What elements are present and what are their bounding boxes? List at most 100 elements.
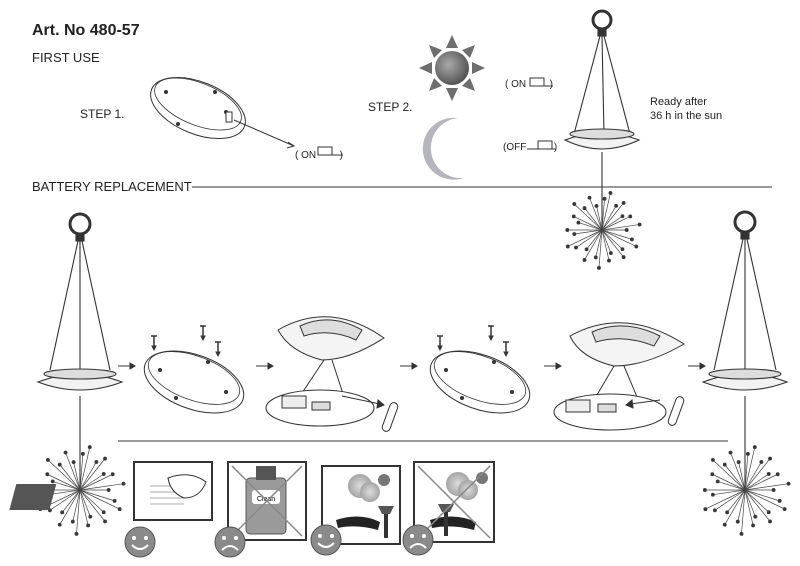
starburst-ray [73, 462, 81, 491]
starburst-bulb [86, 523, 91, 528]
starburst-ray [79, 489, 104, 513]
starburst-bulb [70, 519, 75, 524]
starburst-bulb [80, 451, 85, 456]
starburst-ray [744, 453, 749, 491]
starburst-bulb [597, 265, 601, 270]
starburst-bulb [620, 247, 625, 252]
starburst-bulb [628, 214, 633, 219]
starburst-bulb [702, 488, 707, 492]
starburst-bulb [703, 507, 708, 512]
starburst-bulb [739, 531, 744, 536]
starburst-ray [737, 489, 746, 522]
starburst-ray [79, 453, 84, 491]
starburst-ray [595, 229, 603, 258]
starburst-bulb [572, 232, 577, 236]
battery-replacement-heading: BATTERY REPLACEMENT [32, 179, 198, 194]
starburst-bulb [608, 251, 613, 255]
starburst-bulb [621, 255, 626, 260]
starburst-bulb [753, 514, 758, 519]
starburst-bulb [103, 519, 107, 524]
hanging-lamp-left [36, 212, 124, 490]
hanging-lamp-top [563, 9, 641, 228]
starburst-ray [744, 458, 771, 491]
starburst-bulb [71, 460, 76, 465]
starburst-ray [575, 229, 603, 248]
starburst-ray [601, 229, 612, 254]
switch-on-icon [317, 146, 333, 156]
sun-icon [419, 35, 485, 101]
starburst-bulb [766, 472, 771, 476]
ready-note: Ready after 36 h in the sun [650, 95, 740, 123]
starburst-bulb [110, 472, 115, 477]
starburst-ray [79, 461, 97, 491]
starburst-bulb [117, 507, 122, 512]
starburst-bulb [608, 191, 613, 195]
starburst-ray [79, 483, 124, 491]
starburst-bulb [112, 498, 117, 503]
starburst-bulb [576, 220, 581, 225]
starburst-ray [741, 489, 746, 534]
page-title: Art. No 480-57 [32, 22, 140, 39]
switch-on-icon-2 [529, 77, 545, 87]
starburst-bulb [620, 214, 625, 219]
starburst-bulb [574, 245, 578, 250]
starburst-bulb [771, 488, 776, 492]
starburst-ray [79, 489, 120, 510]
starburst-bulb [88, 514, 93, 519]
switch-on-label: ( ON ) [505, 79, 554, 90]
starburst-ray [714, 489, 746, 511]
starburst-ray [601, 202, 624, 231]
starburst-ray [712, 459, 746, 491]
starburst-bulb [715, 479, 720, 484]
care-panel-wipe [9, 461, 213, 521]
starburst-ray [601, 224, 640, 231]
starburst-ray [601, 229, 623, 250]
starburst-ray [724, 489, 746, 525]
starburst-ray [79, 489, 115, 502]
starburst-ray [744, 461, 762, 491]
starburst-bulb [106, 488, 111, 492]
starburst-ray [705, 489, 746, 510]
starburst-ray [601, 198, 605, 231]
starburst-bulb [775, 472, 780, 477]
starburst-ray [601, 229, 610, 261]
starburst-ray [76, 489, 81, 534]
starburst-bulb [735, 519, 740, 524]
starburst-bulb [565, 244, 570, 249]
starburst-bulb [712, 508, 717, 513]
starburst-bulb [728, 450, 733, 455]
starburst-bulb [582, 206, 587, 211]
step2-label: STEP 2. [368, 100, 413, 114]
starburst-ray [574, 229, 603, 235]
starburst-bulb [745, 451, 750, 456]
starburst-bulb [634, 244, 639, 249]
ready-line-2: 36 h in the sun [650, 110, 723, 122]
starburst-bulb [725, 510, 730, 515]
moon-icon [422, 117, 464, 180]
starburst-bulb [607, 258, 611, 263]
starburst-ray [744, 489, 756, 517]
starburst-bulb [722, 522, 727, 527]
lamp-base-step1 [150, 76, 296, 149]
starburst-bulb [94, 460, 99, 464]
starburst-bulb [637, 222, 642, 227]
starburst-ray [726, 489, 746, 513]
starburst-ray [598, 229, 603, 268]
starburst-ray [601, 205, 617, 231]
starburst-ray [79, 447, 91, 491]
hanging-lamp-right [701, 210, 789, 490]
starburst-bulb [587, 195, 592, 200]
starburst-bulb [63, 450, 68, 455]
starburst-ray [65, 452, 81, 491]
starburst-right [702, 445, 791, 536]
starburst-ray [574, 203, 603, 231]
starburst-ray [601, 229, 637, 247]
starburst-bulb [582, 257, 587, 262]
starburst-ray [59, 489, 81, 525]
happy-face-icon [124, 526, 156, 558]
starburst-bulb [101, 472, 106, 476]
starburst-ray [738, 462, 746, 491]
starburst-bulb [57, 462, 62, 467]
starburst-bulb [50, 479, 55, 484]
